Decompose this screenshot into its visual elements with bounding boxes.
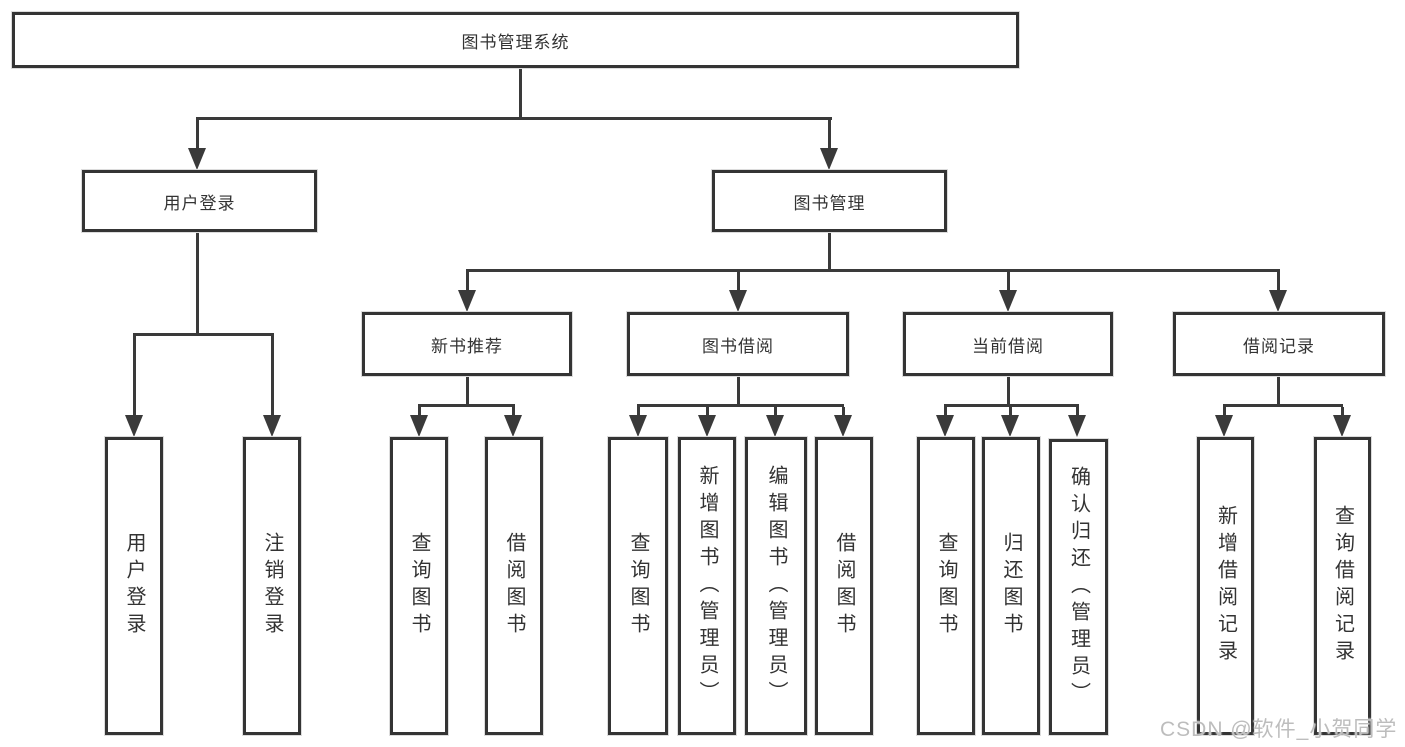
leaf-query-books-recommend: 查询图书 <box>390 437 448 735</box>
connector-line <box>737 376 740 405</box>
node-borrow-records-label: 借阅记录 <box>1243 336 1315 356</box>
connector-line <box>637 404 844 407</box>
leaf-edit-book-admin: 编辑图书（管理员） <box>745 437 807 735</box>
node-book-management-label: 图书管理 <box>793 193 866 213</box>
connector-line <box>1076 407 1079 416</box>
node-book-borrowing: 图书借阅 <box>627 312 849 376</box>
connector-line <box>133 336 136 415</box>
node-user-login-label: 用户登录 <box>163 193 236 213</box>
connector-line <box>133 333 274 336</box>
watermark: CSDN @软件_小贺同学 <box>1160 718 1398 741</box>
connector-line <box>466 269 1280 272</box>
arrowhead-icon <box>410 415 428 437</box>
leaf-confirm-return-admin-label: 确认归还（管理员） <box>1067 465 1090 709</box>
leaf-add-book-admin-label: 新增图书（管理员） <box>696 464 718 708</box>
arrowhead-icon <box>766 415 784 437</box>
connector-line <box>944 404 1079 407</box>
leaf-add-book-admin: 新增图书（管理员） <box>678 437 736 735</box>
arrowhead-icon <box>504 415 522 437</box>
arrowhead-icon <box>820 148 838 170</box>
connector-line <box>196 232 199 335</box>
leaf-borrow-books-borrowing-label: 借阅图书 <box>833 532 855 640</box>
node-new-book-recommend: 新书推荐 <box>362 312 572 376</box>
connector-line <box>828 232 831 270</box>
leaf-query-borrow-record-label: 查询借阅记录 <box>1331 505 1354 667</box>
connector-line <box>1009 407 1012 416</box>
node-book-borrowing-label: 图书借阅 <box>702 336 774 356</box>
leaf-query-borrow-record: 查询借阅记录 <box>1314 437 1371 735</box>
leaf-add-borrow-record-label: 新增借阅记录 <box>1214 505 1237 667</box>
connector-line <box>1007 272 1010 290</box>
connector-line <box>944 407 947 416</box>
leaf-logout: 注销登录 <box>243 437 301 735</box>
connector-line <box>737 272 740 290</box>
arrowhead-icon <box>1333 415 1351 437</box>
connector-line <box>466 272 469 290</box>
connector-line <box>774 407 777 416</box>
arrowhead-icon <box>1269 290 1287 312</box>
arrowhead-icon <box>629 415 647 437</box>
leaf-query-books-borrowing-label: 查询图书 <box>627 532 649 640</box>
connector-line <box>466 376 469 405</box>
arrowhead-icon <box>188 148 206 170</box>
connector-line <box>1341 407 1344 416</box>
connector-line <box>418 407 421 416</box>
leaf-borrow-books-borrowing: 借阅图书 <box>815 437 873 735</box>
arrowhead-icon <box>1068 415 1086 437</box>
connector-line <box>1007 376 1010 405</box>
leaf-return-book: 归还图书 <box>982 437 1040 735</box>
leaf-user-login: 用户登录 <box>105 437 163 735</box>
node-borrow-records: 借阅记录 <box>1173 312 1385 376</box>
connector-line <box>196 117 832 120</box>
leaf-logout-label: 注销登录 <box>261 532 283 640</box>
arrowhead-icon <box>263 415 281 437</box>
arrowhead-icon <box>729 290 747 312</box>
leaf-confirm-return-admin: 确认归还（管理员） <box>1049 439 1108 735</box>
leaf-return-book-label: 归还图书 <box>1000 532 1022 640</box>
connector-line <box>512 407 515 416</box>
arrowhead-icon <box>936 415 954 437</box>
arrowhead-icon <box>999 290 1017 312</box>
node-book-management: 图书管理 <box>712 170 947 232</box>
arrowhead-icon <box>125 415 143 437</box>
leaf-query-books-current: 查询图书 <box>917 437 975 735</box>
leaf-borrow-books-recommend-label: 借阅图书 <box>503 532 525 640</box>
leaf-query-books-recommend-label: 查询图书 <box>408 532 430 640</box>
leaf-query-books-current-label: 查询图书 <box>935 532 957 640</box>
arrowhead-icon <box>1215 415 1233 437</box>
connector-line <box>196 120 199 150</box>
arrowhead-icon <box>1001 415 1019 437</box>
node-new-book-recommend-label: 新书推荐 <box>431 336 503 356</box>
connector-line <box>1223 407 1226 416</box>
connector-line <box>706 407 709 416</box>
connector-line <box>1223 404 1343 407</box>
arrowhead-icon <box>698 415 716 437</box>
connector-line <box>637 407 640 416</box>
node-root: 图书管理系统 <box>12 12 1019 68</box>
leaf-add-borrow-record: 新增借阅记录 <box>1197 437 1254 735</box>
connector-line <box>842 407 845 416</box>
leaf-borrow-books-recommend: 借阅图书 <box>485 437 543 735</box>
node-current-borrow: 当前借阅 <box>903 312 1113 376</box>
node-root-label: 图书管理系统 <box>461 32 570 52</box>
arrowhead-icon <box>458 290 476 312</box>
connector-line <box>1277 376 1280 405</box>
connector-line <box>519 68 522 119</box>
leaf-edit-book-admin-label: 编辑图书（管理员） <box>765 464 787 708</box>
node-current-borrow-label: 当前借阅 <box>972 336 1044 356</box>
arrowhead-icon <box>834 415 852 437</box>
connector-line <box>271 336 274 415</box>
connector-line <box>828 120 831 150</box>
leaf-query-books-borrowing: 查询图书 <box>608 437 668 735</box>
leaf-user-login-label: 用户登录 <box>123 532 145 640</box>
connector-line <box>418 404 515 407</box>
node-user-login: 用户登录 <box>82 170 317 232</box>
connector-line <box>1277 272 1280 290</box>
